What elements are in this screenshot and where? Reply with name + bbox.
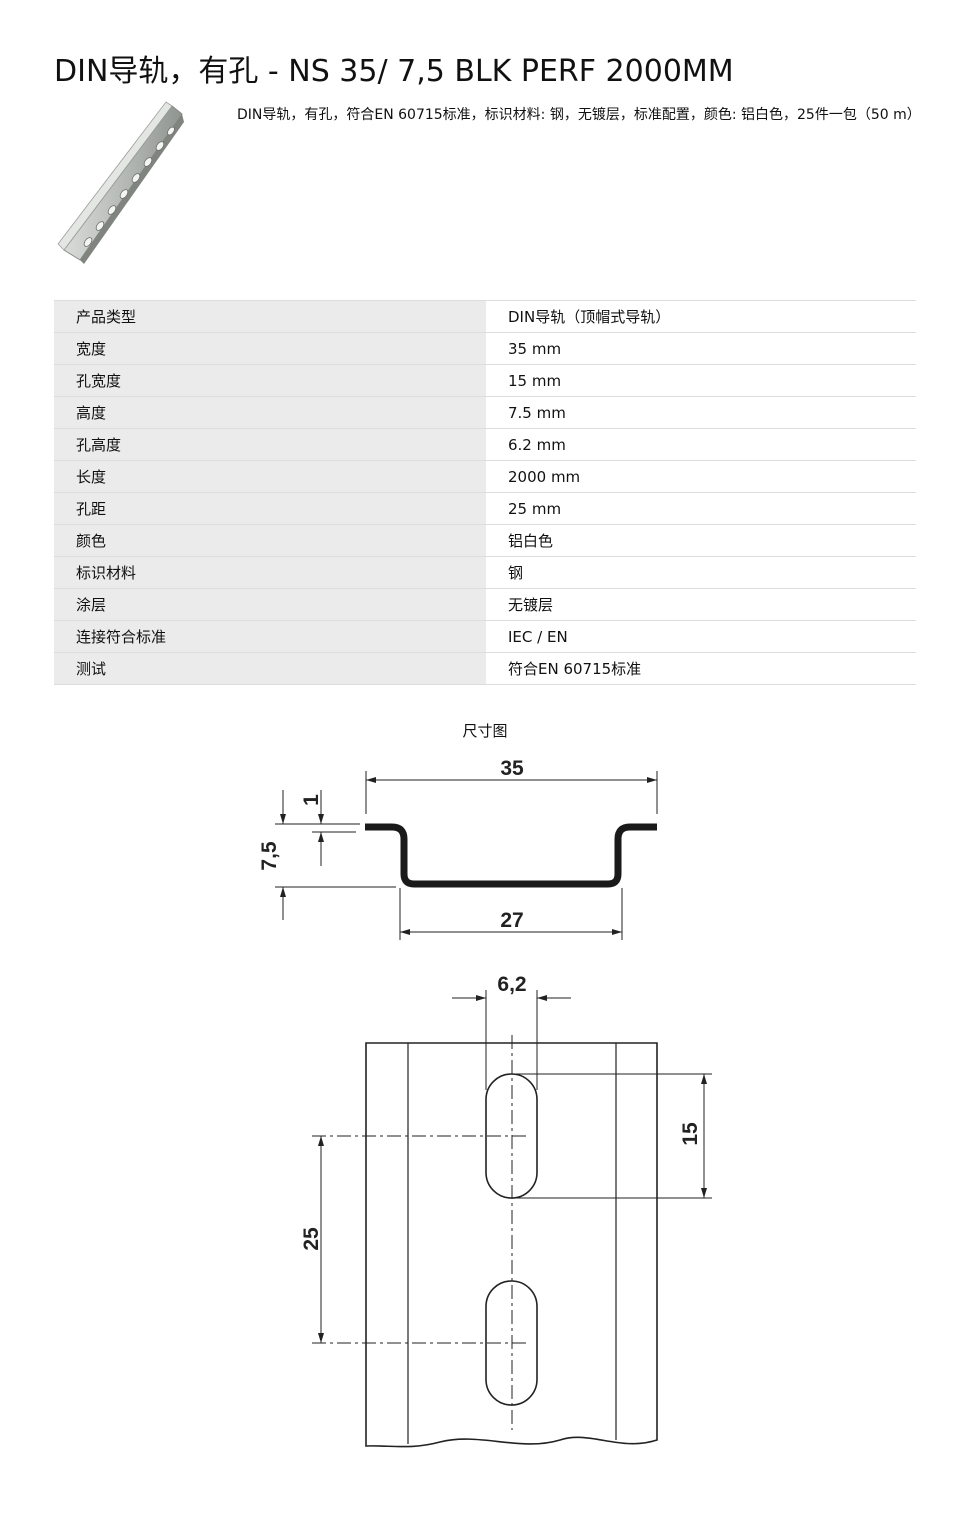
spec-label: 宽度 [54, 332, 486, 365]
spec-label: 高度 [54, 396, 486, 429]
page-title: DIN导轨，有孔 - NS 35/ 7,5 BLK PERF 2000MM [54, 54, 734, 89]
spec-row: 标识材料钢 [54, 556, 916, 589]
rail-profile [365, 823, 657, 888]
spec-value: IEC / EN [486, 620, 916, 653]
spec-value: 符合EN 60715标准 [486, 652, 916, 685]
drawing-label: 尺寸图 [462, 722, 508, 740]
dim-bottom-width: 27 [500, 909, 523, 932]
spec-value: 25 mm [486, 492, 916, 525]
spec-label: 长度 [54, 460, 486, 493]
slot-hole-1 [485, 1073, 538, 1199]
product-description: DIN导轨，有孔，符合EN 60715标准，标识材料: 钢，无镀层，标准配置，颜… [237, 107, 921, 123]
spec-label: 涂层 [54, 588, 486, 621]
spec-value: 35 mm [486, 332, 916, 365]
slot-hole-2 [485, 1280, 538, 1406]
dim-top-width: 35 [500, 757, 524, 780]
spec-row: 测试符合EN 60715标准 [54, 652, 916, 685]
dim-hole-pitch: 25 [300, 1227, 323, 1251]
dim-height: 7,5 [258, 841, 281, 871]
spec-value: DIN导轨（顶帽式导轨） [486, 300, 916, 333]
spec-label: 孔高度 [54, 428, 486, 461]
spec-value: 铝白色 [486, 524, 916, 557]
spec-label: 测试 [54, 652, 486, 685]
spec-label: 标识材料 [54, 556, 486, 589]
spec-value: 钢 [486, 556, 916, 589]
rail-top-view [365, 1042, 658, 1448]
din-rail-perforated-image [57, 101, 184, 264]
spec-value: 2000 mm [486, 460, 916, 493]
dim-thickness: 1 [300, 794, 323, 806]
spec-row: 颜色铝白色 [54, 524, 916, 557]
spec-label: 连接符合标准 [54, 620, 486, 653]
dim-hole-length: 15 [679, 1122, 702, 1146]
spec-value: 6.2 mm [486, 428, 916, 461]
spec-value: 无镀层 [486, 588, 916, 621]
spec-value: 7.5 mm [486, 396, 916, 429]
spec-label: 颜色 [54, 524, 486, 557]
dim-hole-width: 6,2 [497, 973, 526, 996]
spec-label: 孔距 [54, 492, 486, 525]
spec-label: 产品类型 [54, 300, 486, 333]
spec-row: 涂层无镀层 [54, 588, 916, 621]
spec-label: 孔宽度 [54, 364, 486, 397]
spec-value: 15 mm [486, 364, 916, 397]
